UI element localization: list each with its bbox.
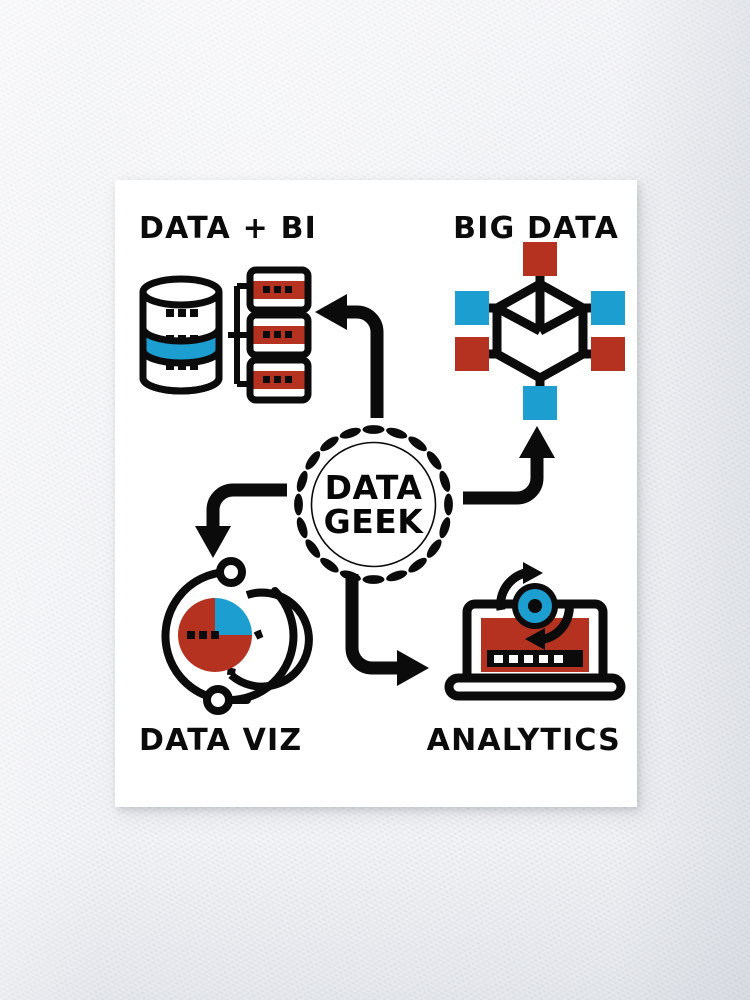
refresh-arrow-bottom (525, 601, 574, 650)
laptop-analytics-svg (444, 562, 626, 701)
poster: DATA + BI BIG DATA DATA VIZ ANALYTICS (115, 180, 637, 807)
data-geek-badge-svg (294, 425, 453, 584)
database-cylinder (139, 275, 223, 395)
refresh-arrow-top (496, 562, 543, 611)
network-cube-icon (455, 242, 625, 420)
pie-dots (187, 631, 219, 639)
cube-edges (492, 278, 588, 384)
arrow-to-big-data (463, 426, 555, 505)
label-analytics: ANALYTICS (426, 723, 621, 758)
cylinder-dots (166, 309, 198, 370)
cube-node-top-left (455, 291, 489, 325)
orbit-handle-bottom (203, 685, 251, 715)
cube-node-bottom (523, 386, 557, 420)
network-cube-svg (455, 242, 625, 420)
inner-ring-dashed (227, 628, 268, 676)
poster-canvas: DATA + BI BIG DATA DATA VIZ ANALYTICS (115, 180, 637, 807)
inner-ring (228, 588, 313, 691)
cube-node-top-right (591, 291, 625, 325)
laptop-analytics-icon (444, 562, 626, 717)
progress-bar (487, 650, 583, 667)
label-data-bi: DATA + BI (139, 211, 317, 246)
cube-node-bottom-left (455, 337, 489, 371)
lens-target-icon (512, 583, 558, 629)
arrow-to-data-viz (195, 483, 287, 558)
cube-node-top (523, 242, 557, 276)
pie-chart-svg (161, 557, 313, 715)
data-geek-badge: DATA GEEK (286, 417, 461, 592)
orbit-handle-top (216, 557, 246, 587)
badge-petal-ring (294, 425, 453, 584)
server-box-top (246, 266, 312, 314)
label-data-viz: DATA VIZ (139, 723, 303, 758)
arrow-to-data-bi (315, 294, 384, 418)
badge-circle (310, 441, 437, 568)
label-big-data: BIG DATA (453, 211, 619, 246)
server-box-middle (246, 311, 312, 359)
pie-chart-icon (135, 556, 313, 716)
database-servers-svg (139, 266, 312, 404)
server-box-bottom (246, 356, 312, 404)
cube-node-bottom-right (591, 337, 625, 371)
database-servers-icon (133, 266, 313, 404)
